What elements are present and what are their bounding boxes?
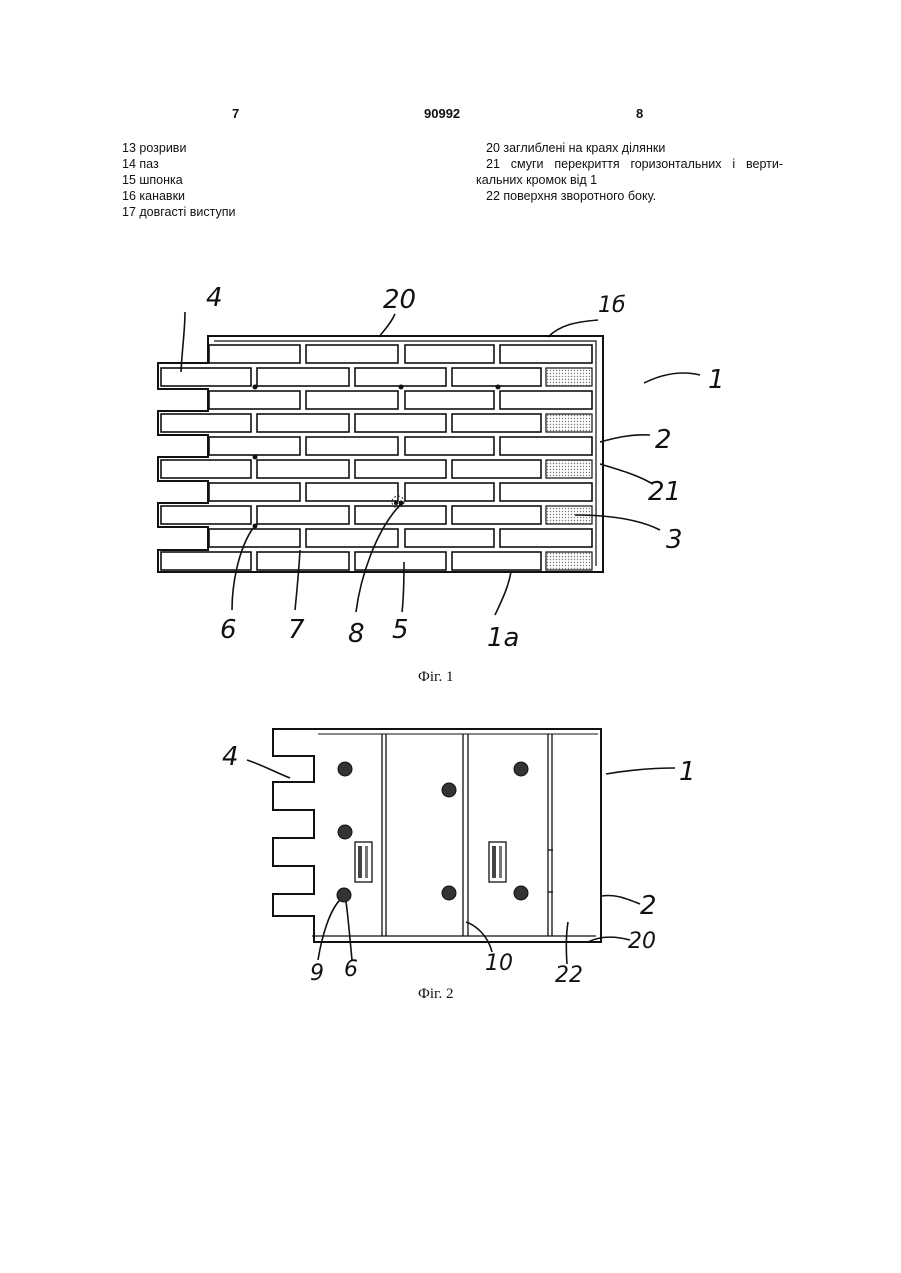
brick [209,391,300,409]
figure-1-panel [158,336,603,572]
brick [161,506,251,524]
brick [161,460,251,478]
fig2-label-20: 20 [628,929,656,954]
fig1-label-7: 7 [288,615,305,645]
brick [306,529,398,547]
brick [306,483,398,501]
brick [306,391,398,409]
brick [355,506,446,524]
brick [355,414,446,432]
brick [257,552,349,570]
brick [209,345,300,363]
brick [500,437,592,455]
brick [306,345,398,363]
figure-1-caption: Фіг. 1 [418,669,453,686]
brick [452,414,541,432]
fig1-label-3: 3 [666,525,683,555]
fig2-label-22: 22 [555,963,583,988]
brick [452,460,541,478]
brick [209,483,300,501]
fig2-label-2: 2 [640,891,657,921]
fig1-label-1b: 1б [598,293,626,318]
hatched-overlap-area [546,368,592,386]
fig2-label-10: 10 [485,951,513,976]
fig2-label-6: 6 [344,957,358,982]
fig1-label-5: 5 [392,615,409,645]
brick [500,529,592,547]
brick [209,437,300,455]
brick [257,368,349,386]
fig2-label-9: 9 [310,961,324,986]
brick [405,345,494,363]
brick [452,552,541,570]
figure-1-joint-dots [253,385,501,529]
brick [355,460,446,478]
brick [257,414,349,432]
brick [405,437,494,455]
fig1-label-1: 1 [708,365,725,395]
brick [355,368,446,386]
figure-2-caption: Фіг. 2 [418,986,453,1003]
brick [257,460,349,478]
brick [405,483,494,501]
fig2-label-1: 1 [679,757,696,787]
brick [161,414,251,432]
hatched-overlap-area [546,460,592,478]
hatched-overlap-area [546,414,592,432]
brick [257,506,349,524]
figure-2-vertical-strips [382,734,553,936]
brick [209,529,300,547]
hatched-overlap-area [546,552,592,570]
figure-2-product-labels [355,842,506,882]
brick [452,368,541,386]
fig1-label-4: 4 [206,283,223,313]
figure-1-corner-hatches [546,368,592,570]
brick [405,391,494,409]
brick [452,506,541,524]
fig1-label-21: 21 [648,477,681,507]
fig1-label-8: 8 [348,619,365,649]
fig1-label-1a: 1a [487,623,519,653]
fig1-label-2: 2 [655,425,672,455]
brick [161,368,251,386]
brick [500,391,592,409]
fig2-label-4: 4 [222,742,239,772]
fig1-label-20: 20 [383,285,416,315]
figure-1-bricks [161,345,592,570]
brick [500,483,592,501]
brick [306,437,398,455]
brick [405,529,494,547]
brick [500,345,592,363]
fig1-label-6: 6 [220,615,237,645]
figure-2-leader-lines [247,760,675,964]
